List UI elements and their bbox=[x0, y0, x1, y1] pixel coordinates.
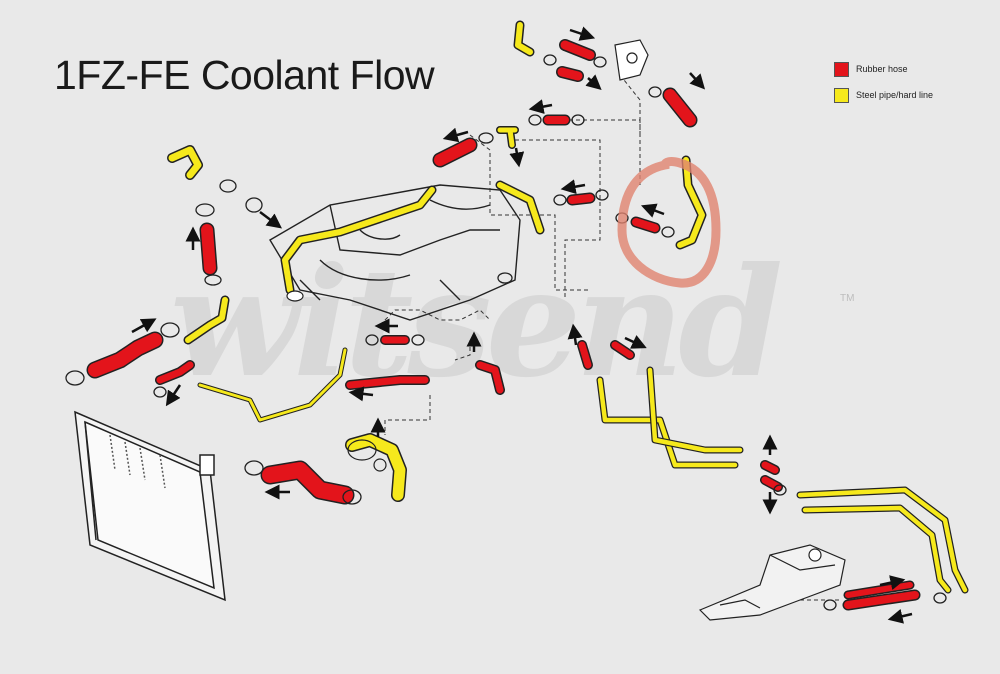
legend-item-rubber-hose: Rubber hose bbox=[834, 56, 933, 82]
trademark-mark: TM bbox=[840, 293, 855, 304]
watermark-text: witsend bbox=[170, 235, 783, 411]
radiator-icon bbox=[74, 410, 226, 602]
water-pump-icon bbox=[347, 439, 387, 472]
legend-label: Steel pipe/hard line bbox=[856, 90, 934, 100]
engine-block-icon bbox=[269, 184, 521, 321]
flow-arrow-icon bbox=[131, 26, 913, 624]
legend: Rubber hose Steel pipe/hard line bbox=[834, 56, 933, 108]
water-outlet-icon bbox=[286, 39, 649, 302]
legend-item-steel-pipe: Steel pipe/hard line bbox=[834, 82, 933, 108]
rubber-hose-swatch bbox=[834, 61, 849, 77]
steel-pipes bbox=[167, 20, 969, 594]
rubber-hoses bbox=[86, 39, 921, 611]
steel-pipe-swatch bbox=[834, 87, 849, 103]
diagram-title: 1FZ-FE Coolant Flow bbox=[54, 52, 435, 98]
heater-core-icon bbox=[698, 544, 846, 621]
legend-label: Rubber hose bbox=[856, 64, 908, 74]
highlight-circle bbox=[617, 157, 721, 288]
